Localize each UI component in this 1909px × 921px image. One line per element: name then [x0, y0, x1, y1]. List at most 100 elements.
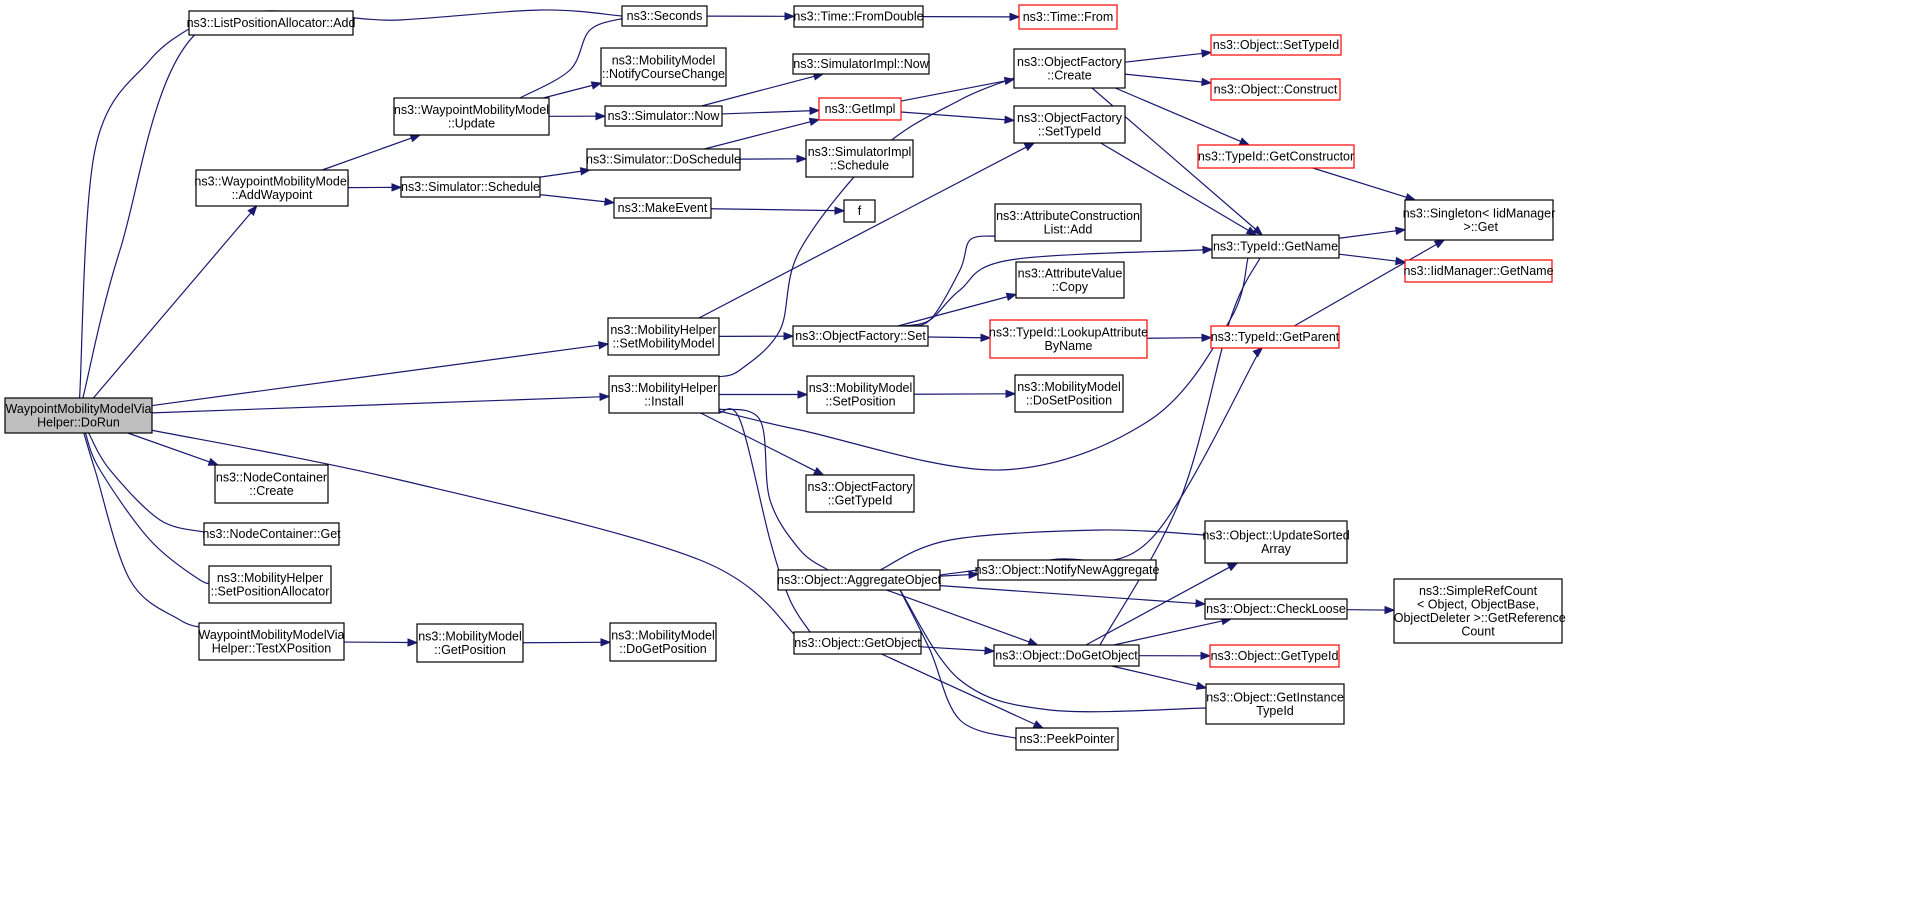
- arrowhead-icon: [812, 466, 825, 476]
- external-function-node[interactable]: ns3::GetImpl: [818, 97, 902, 121]
- function-node[interactable]: ns3::ObjectFactory::GetTypeId: [805, 474, 915, 513]
- arrowhead-icon: [809, 106, 821, 116]
- arrowhead-icon: [1395, 226, 1407, 236]
- edge-line: [1111, 665, 1198, 687]
- function-node[interactable]: ns3::PeekPointer: [1015, 727, 1119, 751]
- function-node[interactable]: ns3::ObjectFactory::Create: [1013, 48, 1126, 89]
- function-node[interactable]: ns3::NodeContainer::Get: [202, 522, 341, 546]
- function-node[interactable]: ns3::MobilityModel::NotifyCourseChange: [600, 47, 727, 87]
- external-function-node[interactable]: ns3::Time::From: [1018, 4, 1118, 30]
- node-label-line: >::Get: [1460, 220, 1498, 234]
- function-node[interactable]: ns3::SimpleRefCount< Object, ObjectBase,…: [1390, 578, 1566, 644]
- node-label-line: ns3::Seconds: [627, 9, 703, 23]
- external-function-node[interactable]: ns3::TypeId::GetParent: [1210, 325, 1340, 349]
- function-node[interactable]: ns3::MobilityModel::DoSetPosition: [1014, 374, 1124, 413]
- function-node[interactable]: ns3::Simulator::DoSchedule: [586, 148, 741, 171]
- node-label-line: ns3::MakeEvent: [618, 201, 708, 215]
- node-box: [1210, 34, 1342, 56]
- arrowhead-icon: [784, 12, 796, 21]
- external-function-node[interactable]: ns3::IidManager::GetName: [1403, 259, 1554, 283]
- node-label-line: ns3::TypeId::GetName: [1213, 240, 1338, 254]
- function-node[interactable]: ns3::AttributeValue::Copy: [1015, 261, 1125, 299]
- node-label-line: WaypointMobilityModelVia: [199, 628, 345, 642]
- node-label-line: ns3::ObjectFactory::Set: [795, 329, 926, 343]
- function-node[interactable]: WaypointMobilityModelViaHelper::TestXPos…: [198, 622, 345, 661]
- edge-line: [701, 75, 815, 107]
- function-node[interactable]: ns3::MakeEvent: [613, 197, 712, 219]
- node-label-line: ::Copy: [1052, 280, 1089, 294]
- function-node[interactable]: ns3::Simulator::Schedule: [400, 176, 541, 198]
- external-function-node[interactable]: ns3::Object::Construct: [1210, 78, 1341, 101]
- edge-line: [710, 208, 836, 212]
- call-edge-n0-n42: [83, 432, 210, 633]
- node-label-line: ::NotifyCourseChange: [602, 67, 725, 81]
- function-node[interactable]: ns3::MobilityModel::DoGetPosition: [609, 622, 717, 662]
- function-node[interactable]: ns3::NodeContainer::Create: [214, 464, 329, 504]
- function-node[interactable]: ns3::MobilityModel::SetPosition: [806, 375, 915, 414]
- node-box: [1013, 105, 1126, 144]
- function-node[interactable]: ns3::Seconds: [621, 5, 708, 27]
- external-function-node[interactable]: ns3::Object::GetTypeId: [1209, 644, 1340, 668]
- node-label-line: ::Create: [249, 484, 294, 498]
- node-label-line: f: [858, 204, 862, 218]
- node-label-line: ns3::Simulator::DoSchedule: [586, 153, 741, 167]
- function-node[interactable]: ns3::Object::NotifyNewAggregate: [975, 559, 1160, 581]
- function-node[interactable]: ns3::ObjectFactory::Set: [792, 325, 929, 347]
- function-node[interactable]: ns3::MobilityHelper::SetMobilityModel: [607, 317, 720, 356]
- function-node[interactable]: ns3::Simulator::Now: [604, 105, 723, 127]
- function-node[interactable]: ns3::ListPositionAllocator::Add: [187, 10, 356, 36]
- function-node[interactable]: ns3::MobilityHelper::SetPositionAllocato…: [208, 565, 332, 604]
- function-node[interactable]: ns3::ObjectFactory::SetTypeId: [1013, 105, 1126, 144]
- arrowhead-icon: [1252, 347, 1264, 358]
- function-node[interactable]: ns3::Object::DoGetObject: [993, 644, 1140, 667]
- node-label-line: ns3::SimulatorImpl: [808, 145, 912, 159]
- node-box: [805, 139, 914, 178]
- function-node[interactable]: ns3::Object::AggregateObject: [777, 569, 942, 591]
- arrowhead-icon: [1238, 137, 1251, 146]
- edge-line: [1124, 52, 1203, 63]
- arrowhead-icon: [1005, 389, 1017, 399]
- node-box: [994, 203, 1142, 242]
- function-node[interactable]: f: [843, 199, 876, 223]
- edge-line: [127, 432, 210, 463]
- node-label-line: ::Create: [1047, 68, 1092, 82]
- arrowhead-icon: [247, 204, 258, 216]
- call-edge-n10-n11: [1124, 49, 1213, 63]
- function-node[interactable]: ns3::TypeId::GetName: [1211, 234, 1340, 259]
- node-box: [1210, 78, 1341, 101]
- function-node[interactable]: ns3::SimulatorImpl::Now: [792, 53, 930, 75]
- node-box: [792, 325, 929, 347]
- node-label-line: ns3::SimpleRefCount: [1419, 584, 1538, 598]
- function-node[interactable]: ns3::Time::FromDouble: [793, 5, 924, 28]
- call-edge-n17-n18: [347, 183, 403, 192]
- function-node[interactable]: ns3::WaypointMobilityModel::Update: [393, 97, 550, 136]
- node-label-line: ns3::GetImpl: [825, 102, 896, 116]
- function-node[interactable]: ns3::Object::CheckLoose: [1204, 598, 1348, 620]
- function-node[interactable]: ns3::Singleton< IidManager >::Get: [1403, 199, 1556, 241]
- arrowhead-icon: [1201, 333, 1213, 342]
- external-function-node[interactable]: ns3::Object::SetTypeId: [1210, 34, 1342, 56]
- node-label-line: ns3::Object::NotifyNewAggregate: [975, 563, 1160, 577]
- node-label-line: ns3::Time::From: [1023, 10, 1114, 24]
- function-node[interactable]: ns3::MobilityModel::GetPosition: [416, 623, 524, 663]
- edge-line: [83, 432, 210, 630]
- edge-line: [903, 248, 1216, 327]
- node-box: [843, 199, 876, 223]
- node-label-line: Count: [1461, 624, 1495, 638]
- node-label-line: ::GetPosition: [434, 643, 506, 657]
- external-function-node[interactable]: ns3::TypeId::GetConstructor: [1197, 144, 1355, 169]
- function-node[interactable]: ns3::SimulatorImpl::Schedule: [805, 139, 914, 178]
- edge-line: [897, 296, 1008, 327]
- function-node[interactable]: ns3::Object::GetObject: [793, 631, 922, 655]
- function-node[interactable]: ns3::WaypointMobilityModel::AddWaypoint: [194, 169, 350, 207]
- edge-line: [1100, 142, 1249, 231]
- call-edge-n26-n27: [718, 331, 795, 341]
- function-node[interactable]: ns3::MobilityHelper::Install: [608, 375, 720, 414]
- call-edge-n2-n3: [706, 12, 796, 21]
